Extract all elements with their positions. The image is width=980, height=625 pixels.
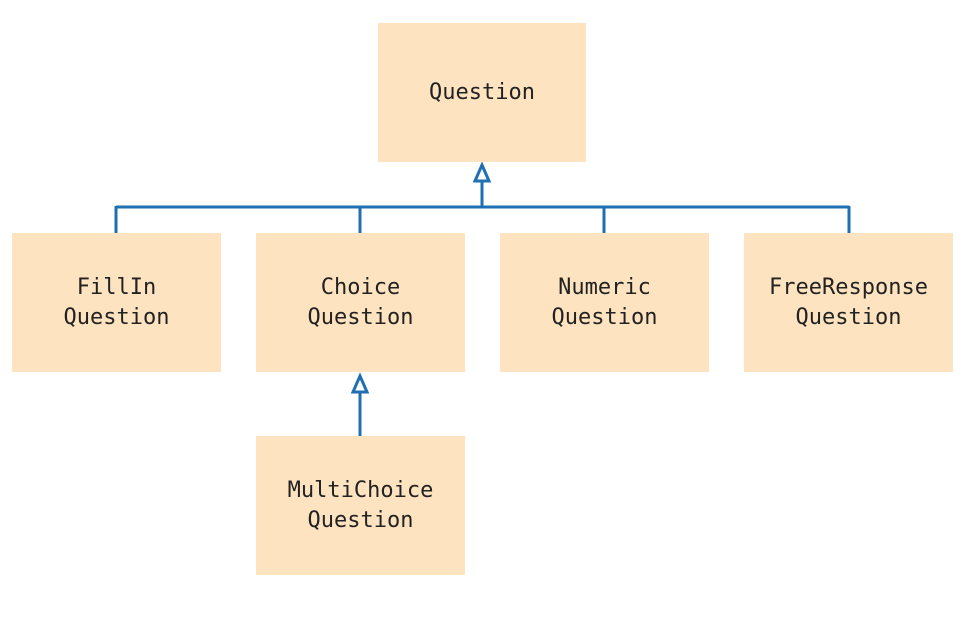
- class-box-choice-question: Choice Question: [256, 233, 465, 372]
- class-name-line: Numeric: [558, 274, 651, 300]
- class-name-line: FreeResponse: [769, 274, 928, 300]
- inheritance-arrowhead-question: [472, 161, 492, 183]
- class-name-line: Question: [307, 304, 414, 330]
- class-name-line: FillIn: [76, 274, 157, 300]
- class-name-line: MultiChoice: [287, 477, 434, 503]
- class-name-line: Question: [795, 304, 902, 330]
- class-box-freeresponse-question: FreeResponse Question: [744, 233, 953, 372]
- class-box-question: Question: [378, 23, 586, 162]
- class-box-fillin-question: FillIn Question: [12, 233, 221, 372]
- class-name-line: Question: [551, 304, 658, 330]
- class-box-multichoice-question: MultiChoice Question: [256, 436, 465, 575]
- class-name-line: Question: [429, 79, 535, 105]
- class-box-numeric-question: Numeric Question: [500, 233, 709, 372]
- inheritance-arrowhead-choice: [350, 372, 370, 394]
- class-name-line: Choice: [320, 274, 401, 300]
- class-name-line: Question: [63, 304, 170, 330]
- class-name-line: Question: [307, 507, 414, 533]
